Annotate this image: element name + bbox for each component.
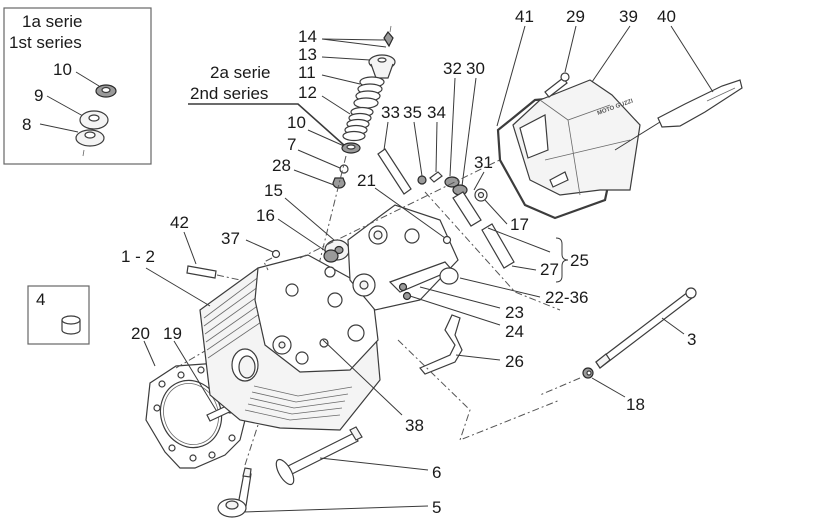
callout-41[interactable]: 41: [515, 7, 534, 26]
stud-bolt: [186, 265, 241, 281]
callout-13[interactable]: 13: [298, 45, 317, 64]
rocker-shaft-27: [481, 223, 515, 269]
callout-18[interactable]: 18: [626, 395, 645, 414]
inner-spring-icon: [342, 106, 374, 142]
callout-27[interactable]: 27: [540, 260, 559, 279]
callout-21[interactable]: 21: [357, 171, 376, 190]
inset-first-series-line1: 1a serie: [22, 12, 82, 31]
exhaust-valve: [217, 424, 259, 518]
callout-12[interactable]: 12: [298, 83, 317, 102]
callout-8[interactable]: 8: [22, 115, 31, 134]
callout-5[interactable]: 5: [432, 498, 441, 517]
callout-26[interactable]: 26: [505, 352, 524, 371]
callout-7[interactable]: 7: [287, 135, 296, 154]
rocker-shaft-icon: [452, 191, 482, 227]
callout-24[interactable]: 24: [505, 322, 524, 341]
cover-trim: [657, 79, 743, 128]
pushrod-tube: [377, 148, 412, 195]
valve-head-icon: [275, 458, 295, 486]
callout-39[interactable]: 39: [619, 7, 638, 26]
washer-24-icon: [402, 291, 412, 301]
callout-37[interactable]: 37: [221, 229, 240, 248]
callout-35[interactable]: 35: [403, 103, 422, 122]
shaft-27-icon: [481, 223, 515, 269]
bolt-29-icon: [544, 77, 568, 98]
note-second-series-line2: 2nd series: [190, 84, 268, 103]
oring-35-icon: [417, 175, 427, 185]
small-ring-icon: [339, 164, 349, 174]
callout-9[interactable]: 9: [34, 86, 43, 105]
callout-23[interactable]: 23: [505, 303, 524, 322]
intake-valve: [275, 426, 363, 486]
rocker-shaft-seals: [444, 176, 482, 227]
callout-22-36[interactable]: 22-36: [545, 288, 588, 307]
callout-20[interactable]: 20: [131, 324, 150, 343]
valve-collet-icon: [383, 30, 394, 48]
cover-bolt: [544, 72, 570, 98]
through-bolt: [595, 287, 697, 369]
valve-spring-stack: [309, 25, 396, 301]
callout-10[interactable]: 10: [287, 113, 306, 132]
bolt-3-icon: [595, 291, 693, 369]
callout-11[interactable]: 11: [298, 63, 316, 82]
callout-3[interactable]: 3: [687, 330, 696, 349]
callout-29[interactable]: 29: [566, 7, 585, 26]
callout-6[interactable]: 6: [432, 463, 441, 482]
inset-frame: [3, 7, 152, 165]
outer-spring-icon: [353, 76, 385, 109]
gasket-bore-icon: [159, 379, 223, 449]
rocker-support: [347, 204, 459, 311]
inset-part-4: 4: [27, 285, 90, 345]
cylinder-head: [199, 254, 381, 431]
callout-32[interactable]: 32: [443, 59, 462, 78]
callout-38[interactable]: 38: [405, 416, 424, 435]
bracket-icon: [419, 314, 463, 375]
valve-stem-end-icon: [242, 467, 252, 478]
note-second-series-line1: 2a serie: [210, 63, 270, 82]
inset-part-4-frame: [27, 285, 90, 345]
stud-icon: [186, 265, 217, 279]
washer-23-icon: [398, 282, 408, 292]
callout-30[interactable]: 30: [466, 59, 485, 78]
callout-42[interactable]: 42: [170, 213, 189, 232]
trim-40-icon: [657, 79, 743, 128]
valve-cover: MOTO GUZZI: [512, 79, 641, 196]
plug-cap-icon: [61, 315, 81, 335]
callout-31[interactable]: 31: [474, 153, 493, 172]
callout-25[interactable]: 25: [570, 251, 589, 270]
callout-40[interactable]: 40: [657, 7, 676, 26]
callout-4[interactable]: 4: [36, 290, 45, 309]
callout-10-first-series[interactable]: 10: [53, 60, 72, 79]
callout-15[interactable]: 15: [264, 181, 283, 200]
callout-1-2[interactable]: 1 - 2: [121, 247, 155, 266]
second-series-note: 2a serie 2nd series: [188, 63, 346, 147]
callout-28[interactable]: 28: [272, 156, 291, 175]
valve-stem-end-icon: [349, 426, 363, 441]
callout-16[interactable]: 16: [256, 206, 275, 225]
rocker-roller: [323, 239, 350, 263]
callout-14[interactable]: 14: [298, 27, 317, 46]
inset-first-series: 1a serie 1st series 10 9 8: [3, 7, 152, 165]
valve-stem-seal-icon: [332, 177, 346, 189]
bolt-34-icon: [429, 171, 443, 183]
callout-33[interactable]: 33: [381, 103, 400, 122]
rocker-bracket: [419, 314, 463, 375]
small-ball-icon: [271, 249, 281, 259]
screw-21-icon: [442, 235, 452, 245]
tube-33-icon: [377, 148, 412, 195]
callout-34[interactable]: 34: [427, 103, 446, 122]
callout-17[interactable]: 17: [510, 215, 529, 234]
brace-25: [555, 237, 569, 283]
inset-first-series-line2: 1st series: [9, 33, 82, 52]
callout-19[interactable]: 19: [163, 324, 182, 343]
